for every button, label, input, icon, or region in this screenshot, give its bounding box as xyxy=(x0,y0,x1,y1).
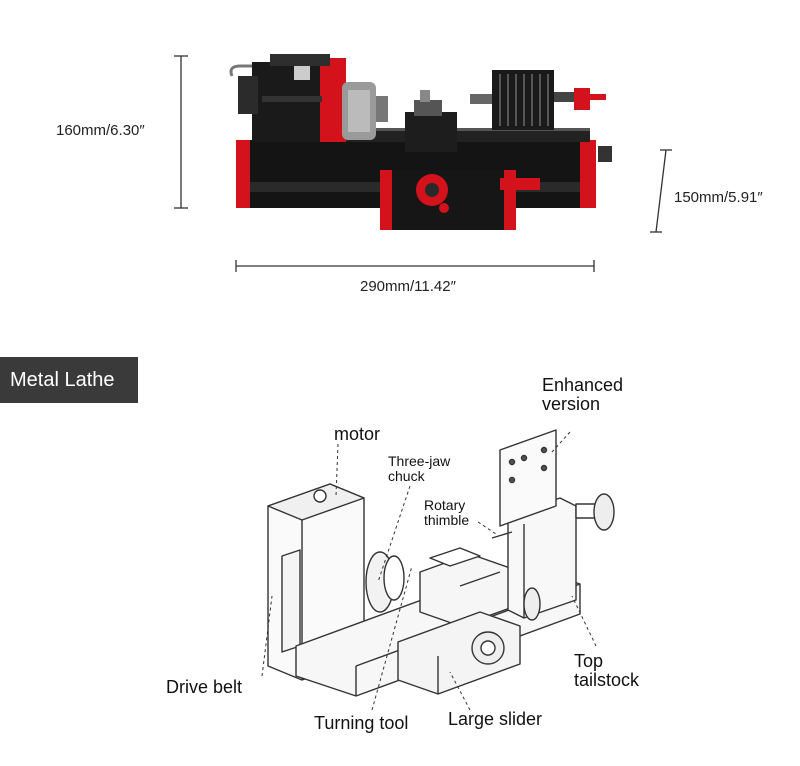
callout-tailstock-line1: Top xyxy=(574,651,604,671)
callout-top-tailstock: Top tailstock xyxy=(574,652,639,690)
callout-tailstock-line2: tailstock xyxy=(574,669,640,690)
callout-chuck-line1: Three-jaw xyxy=(388,453,451,469)
depth-dimension-label: 150mm/5.91″ xyxy=(674,189,763,206)
callout-enhanced-line1: Enhanced xyxy=(542,375,624,395)
callout-motor: motor xyxy=(334,424,381,444)
height-dimension-label: 160mm/6.30″ xyxy=(56,122,145,139)
callout-thimble-line1: Rotary xyxy=(424,497,466,513)
callout-turning-tool: Turning tool xyxy=(314,713,409,733)
callout-three-jaw-chuck: Three-jaw chuck xyxy=(388,454,450,483)
callout-chuck-line2: chuck xyxy=(388,467,425,484)
callout-enhanced-line2: version xyxy=(542,393,601,414)
callout-thimble-line2: thimble xyxy=(424,511,470,528)
width-dimension-label: 290mm/11.42″ xyxy=(360,278,456,295)
callout-large-slider: Large slider xyxy=(448,709,543,729)
section-label: Metal Lathe xyxy=(0,357,138,403)
slider-block xyxy=(380,170,516,230)
callout-enhanced-version: Enhanced version xyxy=(542,376,623,414)
lathe-diagram xyxy=(261,429,615,711)
callout-drive-belt: Drive belt xyxy=(166,677,243,697)
callout-rotary-thimble: Rotary thimble xyxy=(424,498,469,527)
lathe-photo xyxy=(174,54,672,272)
